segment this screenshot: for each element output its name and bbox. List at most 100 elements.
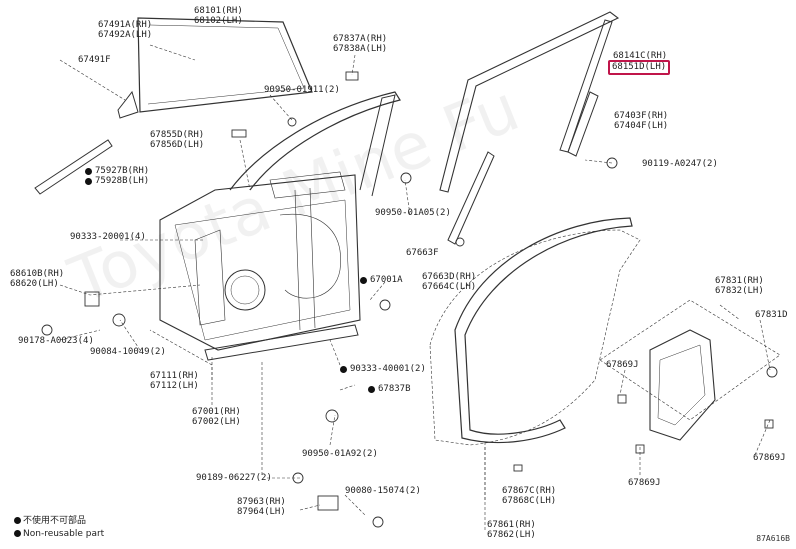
highlighted-part-68151d[interactable]: 68151D(LH) [608, 60, 671, 75]
part-number: 67664C(LH) [422, 282, 477, 292]
part-number: 67862(LH) [487, 530, 536, 540]
part-number: 68101(RH) [194, 6, 243, 16]
legend-en: Non-reusable part [23, 529, 105, 539]
part-number: 90333-20001(4) [70, 232, 146, 242]
label-90950-01a92[interactable]: 90950-01A92(2) [302, 449, 378, 459]
part-number: 67663F [406, 248, 439, 258]
label-90119[interactable]: 90119-A0247(2) [642, 159, 718, 169]
part-number: 67491F [78, 55, 111, 65]
label-67831[interactable]: 67831(RH)67832(LH) [715, 276, 764, 296]
label-67663d[interactable]: 67663D(RH)67664C(LH) [422, 272, 476, 292]
part-number: 67838A(LH) [333, 44, 388, 54]
label-67837b[interactable]: 67837B [368, 384, 411, 394]
door-panel [159, 174, 361, 351]
part-number: 90084-10049(2) [90, 347, 166, 357]
division-bar [567, 91, 599, 157]
door-bottom-seal [204, 324, 359, 361]
label-67001a[interactable]: 67001A [360, 275, 403, 285]
part-number: 67663D(RH) [422, 272, 477, 282]
part-number: 67831D [755, 310, 788, 320]
part-number: 68610B(RH) [10, 269, 65, 279]
non-reusable-dot [14, 530, 21, 537]
door-glass [137, 17, 313, 113]
label-87963[interactable]: 87963(RH)87964(LH) [237, 497, 286, 517]
part-number: 67112(LH) [150, 381, 199, 391]
label-67869j-c[interactable]: 67869J [628, 478, 661, 488]
part-number: 90333-40001(2) [350, 364, 426, 374]
frame-garnish [447, 151, 495, 245]
part-number: 67837B [378, 384, 411, 394]
part-number: 87963(RH) [237, 497, 286, 507]
part-number: 90080-15074(2) [345, 486, 421, 496]
label-67001[interactable]: 67001(RH)67002(LH) [192, 407, 241, 427]
part-number: 68620(LH) [10, 279, 59, 289]
part-number: 67831(RH) [715, 276, 764, 286]
legend-jp: 不使用不可部品 [23, 516, 87, 526]
label-67831d[interactable]: 67831D [755, 310, 788, 320]
part-number: 67869J [753, 453, 786, 463]
part-number: 90189-06227(2) [196, 473, 272, 483]
label-67491a[interactable]: 67491A(RH)67492A(LH) [98, 20, 152, 40]
part-number: 67868C(LH) [502, 496, 557, 506]
part-number: 67856D(LH) [150, 140, 205, 150]
label-90333-20001[interactable]: 90333-20001(4) [70, 232, 146, 242]
part-number: 67867C(RH) [502, 486, 557, 496]
part-number: 67861(RH) [487, 520, 536, 530]
part-number: 67002(LH) [192, 417, 241, 427]
part-number: 75928B(LH) [95, 176, 150, 186]
label-68101[interactable]: 68101(RH)68102(LH) [194, 6, 243, 26]
label-67869j-b[interactable]: 67869J [753, 453, 786, 463]
non-reusable-dot [85, 168, 92, 175]
service-hole-cover [649, 329, 716, 441]
label-90080[interactable]: 90080-15074(2) [345, 486, 421, 496]
label-67491f[interactable]: 67491F [78, 55, 111, 65]
label-90950-01911[interactable]: 90950-01911(2) [264, 85, 340, 95]
non-reusable-dot [360, 277, 367, 284]
non-reusable-dot [14, 517, 21, 524]
part-number: 90119-A0247(2) [642, 159, 718, 169]
part-number: 68141C(RH) [613, 51, 668, 61]
part-number: 67869J [628, 478, 661, 488]
label-67867c[interactable]: 67867C(RH)67868C(LH) [502, 486, 556, 506]
label-68141c[interactable]: 68141C(RH) [613, 51, 667, 61]
non-reusable-dot [340, 366, 347, 373]
label-67111[interactable]: 67111(RH)67112(LH) [150, 371, 199, 391]
door-frame [229, 91, 401, 191]
part-number: 87964(LH) [237, 507, 286, 517]
label-67855d[interactable]: 67855D(RH)67856D(LH) [150, 130, 204, 150]
label-90178[interactable]: 90178-A0023(4) [18, 336, 94, 346]
label-67869j-a[interactable]: 67869J [606, 360, 639, 370]
label-67861[interactable]: 67861(RH)67862(LH) [487, 520, 536, 540]
part-number: 67001(RH) [192, 407, 241, 417]
label-90333-40001[interactable]: 90333-40001(2) [340, 364, 426, 374]
part-number: 67492A(LH) [98, 30, 153, 40]
label-75927b[interactable]: 75927B(RH)75928B(LH) [85, 166, 150, 186]
part-number: 90950-01A05(2) [375, 208, 451, 218]
part-number: 90178-A0023(4) [18, 336, 94, 346]
part-number: 90950-01A92(2) [302, 449, 378, 459]
label-68610b[interactable]: 68610B(RH)68620(LH) [10, 269, 64, 289]
part-number: 67869J [606, 360, 639, 370]
non-reusable-dot [368, 386, 375, 393]
label-67663f[interactable]: 67663F [406, 248, 439, 258]
non-reusable-dot [85, 178, 92, 185]
part-number: 67403F(RH) [614, 111, 669, 121]
label-67837a[interactable]: 67837A(RH)67838A(LH) [333, 34, 387, 54]
part-number: 90950-01911(2) [264, 85, 340, 95]
belt-moulding [34, 139, 113, 195]
figure-number: 87A616B [756, 534, 790, 543]
part-number: 67491A(RH) [98, 20, 153, 30]
label-90084[interactable]: 90084-10049(2) [90, 347, 166, 357]
part-number: 67404F(LH) [614, 121, 669, 131]
part-number: 67855D(RH) [150, 130, 205, 140]
door-weatherstrip [454, 217, 633, 444]
legend: 不使用不可部品 Non-reusable part [14, 513, 104, 539]
part-number: 67001A [370, 275, 403, 285]
speaker-hole [224, 269, 266, 311]
label-67403f[interactable]: 67403F(RH)67404F(LH) [614, 111, 668, 131]
label-90950-01a05[interactable]: 90950-01A05(2) [375, 208, 451, 218]
glass-channel-front [117, 90, 139, 119]
label-90189[interactable]: 90189-06227(2) [196, 473, 272, 483]
part-number: 67837A(RH) [333, 34, 388, 44]
